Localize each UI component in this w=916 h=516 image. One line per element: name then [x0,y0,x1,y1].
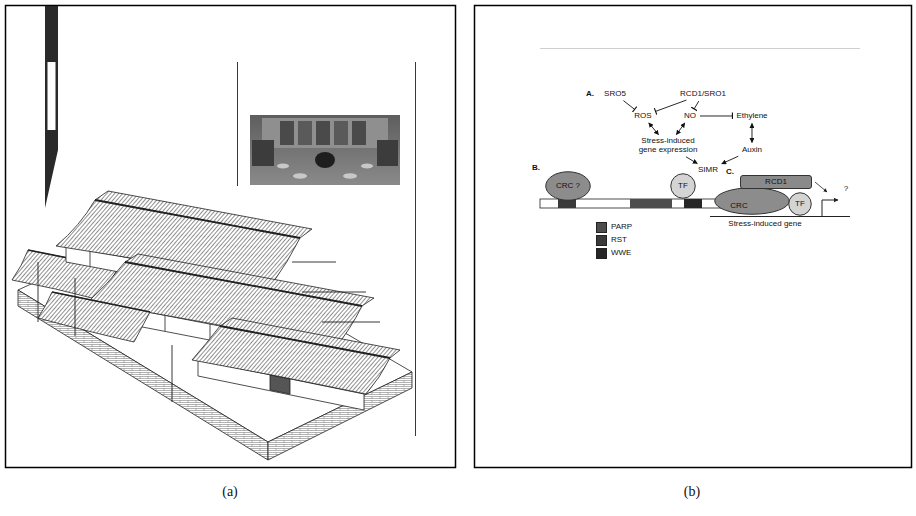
activation-arrow [676,123,684,135]
legend-entry: WWE [596,248,631,259]
label-text: (a) [222,484,238,499]
node-text: NO [684,112,696,121]
node-text: ROS [634,112,651,121]
node-text: Auxin [742,146,762,155]
node-text: TF [795,200,805,209]
node-text: Stress-induced gene expression [633,137,703,155]
node-outline [714,187,790,215]
panel-letter: A. [586,90,594,99]
header-rule [540,48,860,49]
legend-entry: RST [596,235,627,246]
leader-lines [38,262,380,402]
activation-arrow [751,123,752,142]
label-text: A. [586,89,594,98]
node-text: SIMR [698,166,718,175]
page-sidebar [45,6,58,208]
node-text: CRC [730,202,747,211]
signal-term: ROS [632,111,653,122]
activation-arrow [686,157,697,164]
process-term: Stress-induced gene expression [631,136,705,156]
panel-letter: B. [532,164,540,173]
inhibition-connector [700,115,732,116]
legend-swatch [596,222,607,233]
activation-arrow [722,156,739,164]
factor-circle: TF [788,192,812,216]
legend-swatch [596,235,607,246]
protein-box: RCD1 [740,175,812,189]
outcome-term: SIMR [696,165,720,176]
inhibition-connector [694,101,699,109]
complex-ellipse: CRC [714,187,790,215]
label-text: C. [726,167,734,176]
activation-arrow [649,123,659,135]
node-text: Ethylene [736,112,767,121]
node-text: TF [678,182,688,191]
gene-label: Stress-induced gene [728,220,801,229]
node-text: CRC ? [556,182,580,191]
node-text: SRO5 [604,90,626,99]
label-text: ? [844,184,848,193]
legend-text: RST [611,236,627,245]
factor-circle: TF [670,173,696,199]
factor-term: SRO5 [602,89,628,100]
question-mark: ? [844,185,848,194]
label-text: B. [532,163,540,172]
complex-ellipse: CRC ? [545,171,591,201]
label-text: (b) [684,484,700,499]
factor-term: RCD1/SRO1 [678,89,728,100]
panel-letter: C. [726,168,734,177]
panel-frame [475,6,912,468]
inhibition-connector [623,101,634,110]
panel-frame [6,6,456,468]
node-text: RCD1/SRO1 [680,90,726,99]
label-text: Stress-induced gene [728,219,801,228]
inhibition-connector [656,100,687,111]
signal-term: NO [682,111,698,122]
node-text: RCD1 [765,178,787,187]
legend-text: WWE [611,249,631,258]
hormone-term: Ethylene [734,111,769,122]
hormone-term: Auxin [740,145,764,156]
subfigure-caption: (b) [684,484,700,499]
courtyard-house-drawing [12,191,412,460]
legend-swatch [596,248,607,259]
legend-text: PARP [611,223,632,232]
photo-inset [250,115,400,185]
subfigure-caption: (a) [222,484,238,499]
legend-entry: PARP [596,222,632,233]
